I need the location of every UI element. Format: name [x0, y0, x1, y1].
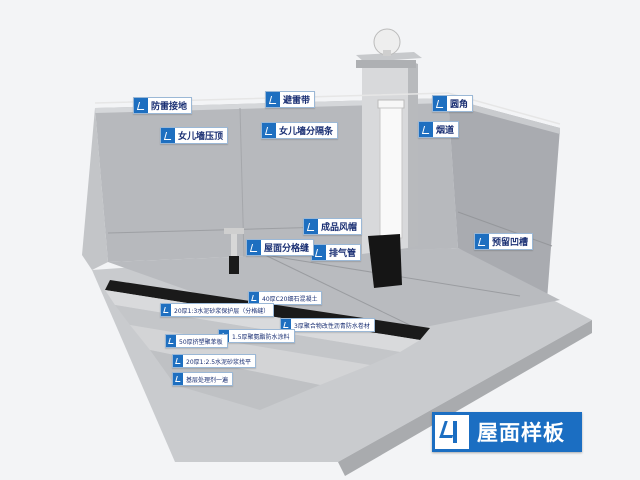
- vent-pipe: [379, 107, 403, 239]
- left-wall: [82, 108, 108, 270]
- label-flue: 烟道: [418, 121, 460, 138]
- small-vent-base: [229, 256, 239, 274]
- label-mortar: 20厚1:2.5水泥砂浆找平: [172, 354, 257, 368]
- label-insulation: 50厚挤塑聚苯板: [165, 334, 228, 348]
- vent-pipe-head: [377, 99, 405, 109]
- brand-logo-icon: [435, 415, 469, 449]
- floor-joint-a: [264, 254, 421, 331]
- label-tiny-layer: 20厚1:3水泥砂浆保护层（分格缝）: [160, 303, 275, 317]
- label-round-corner: 圆角: [432, 95, 474, 112]
- small-vent-stem: [231, 234, 237, 256]
- right-wall-line: [457, 211, 553, 247]
- label-parapet-top: 女儿墙压顶: [160, 127, 229, 144]
- roof-floor: [108, 248, 560, 330]
- label-parapet-joint: 女儿墙分隔条: [261, 122, 339, 139]
- label-roof-joint: 屋面分格缝: [246, 239, 315, 256]
- label-vent-cap: 成品风帽: [303, 218, 363, 235]
- label-base-treatment: 基层处理剂一遍: [172, 372, 234, 386]
- vent-pipe-base: [368, 234, 402, 288]
- slab-side: [338, 320, 592, 476]
- vent-cap-neck: [383, 50, 391, 56]
- label-vent-pipe: 排气管: [311, 244, 362, 261]
- label-waterproof-membrane: 3厚聚合物改性沥青防水卷材: [280, 318, 375, 332]
- brand-title: 屋面样板: [477, 421, 565, 445]
- label-reserved-groove: 预留凹槽: [474, 233, 534, 250]
- small-vent-cap: [224, 228, 244, 234]
- lightning-belt-wire: [94, 92, 561, 125]
- flue-cap-top: [356, 52, 422, 62]
- brand-badge: 屋面样板: [432, 412, 582, 452]
- label-lightning-ground: 防雷接地: [133, 97, 193, 114]
- right-wall-coping: [448, 98, 560, 134]
- label-c20-layer: 40厚C20细石混凝土: [248, 291, 323, 305]
- label-lightning-belt: 避雷带: [265, 91, 316, 108]
- flue-tower-side: [408, 60, 418, 248]
- label-coating: 1.5厚聚氨酯防水涂料: [218, 329, 295, 343]
- flue-cap-band: [356, 60, 416, 68]
